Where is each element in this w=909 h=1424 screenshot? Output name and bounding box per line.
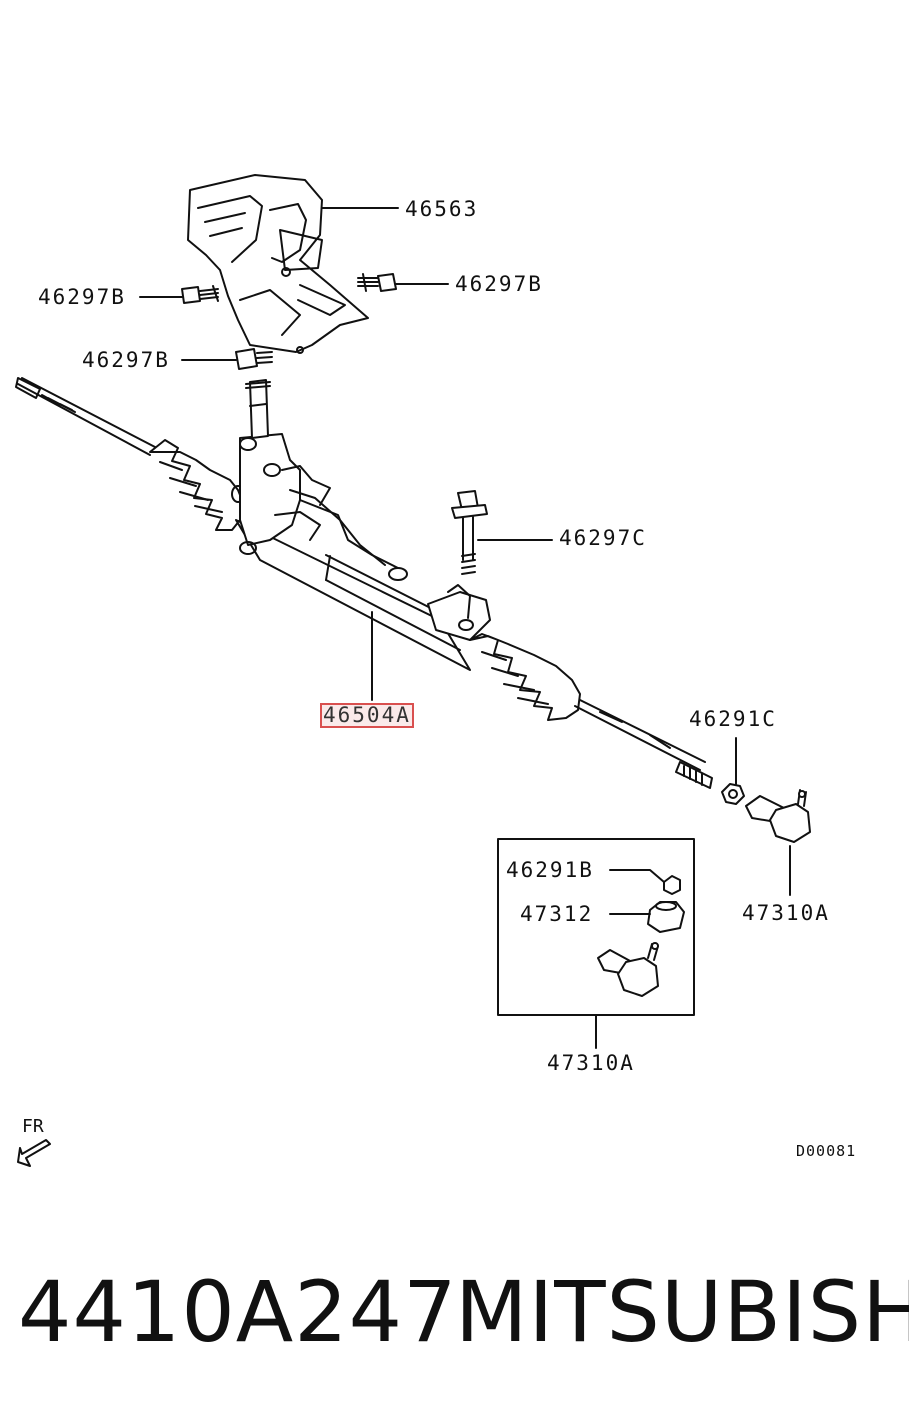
rack-housing-icon: [15, 377, 713, 789]
callout-kit-boot[interactable]: 47312: [520, 902, 594, 926]
callout-bolt-left[interactable]: 46297B: [38, 285, 126, 309]
leader-lines: [139, 207, 791, 1049]
callout-rack-assembly[interactable]: 46504A: [320, 703, 414, 728]
kit-tie-rod-end-icon: [597, 942, 659, 997]
front-arrow-icon: [17, 1139, 51, 1167]
brand-name: MITSUBISHI: [455, 1263, 909, 1361]
kit-boot-icon: [647, 901, 685, 933]
bolt-right-icon: [357, 273, 397, 292]
orientation-label: FR: [22, 1116, 44, 1137]
part-number: 4410A247: [18, 1263, 458, 1361]
callout-bolt-right[interactable]: 46297B: [455, 272, 543, 296]
callout-kit-assembly[interactable]: 47310A: [547, 1051, 635, 1075]
heat-shield-icon: [187, 174, 369, 354]
mount-bolt-icon: [451, 490, 488, 575]
callout-tie-rod-end-right[interactable]: 47310A: [742, 901, 830, 925]
tie-rod-end-icon: [745, 789, 811, 843]
bolt-lower-icon: [235, 348, 273, 370]
callout-mount-bolt[interactable]: 46297C: [559, 526, 647, 550]
kit-nut-icon: [663, 875, 681, 895]
callout-kit-nut[interactable]: 46291B: [506, 858, 594, 882]
nut-icon: [721, 783, 745, 805]
callout-nut-right[interactable]: 46291C: [689, 707, 777, 731]
callout-bolt-lower[interactable]: 46297B: [82, 348, 170, 372]
bolt-left-icon: [181, 285, 219, 304]
callout-heat-shield[interactable]: 46563: [405, 197, 479, 221]
diagram-code: D00081: [796, 1142, 857, 1160]
